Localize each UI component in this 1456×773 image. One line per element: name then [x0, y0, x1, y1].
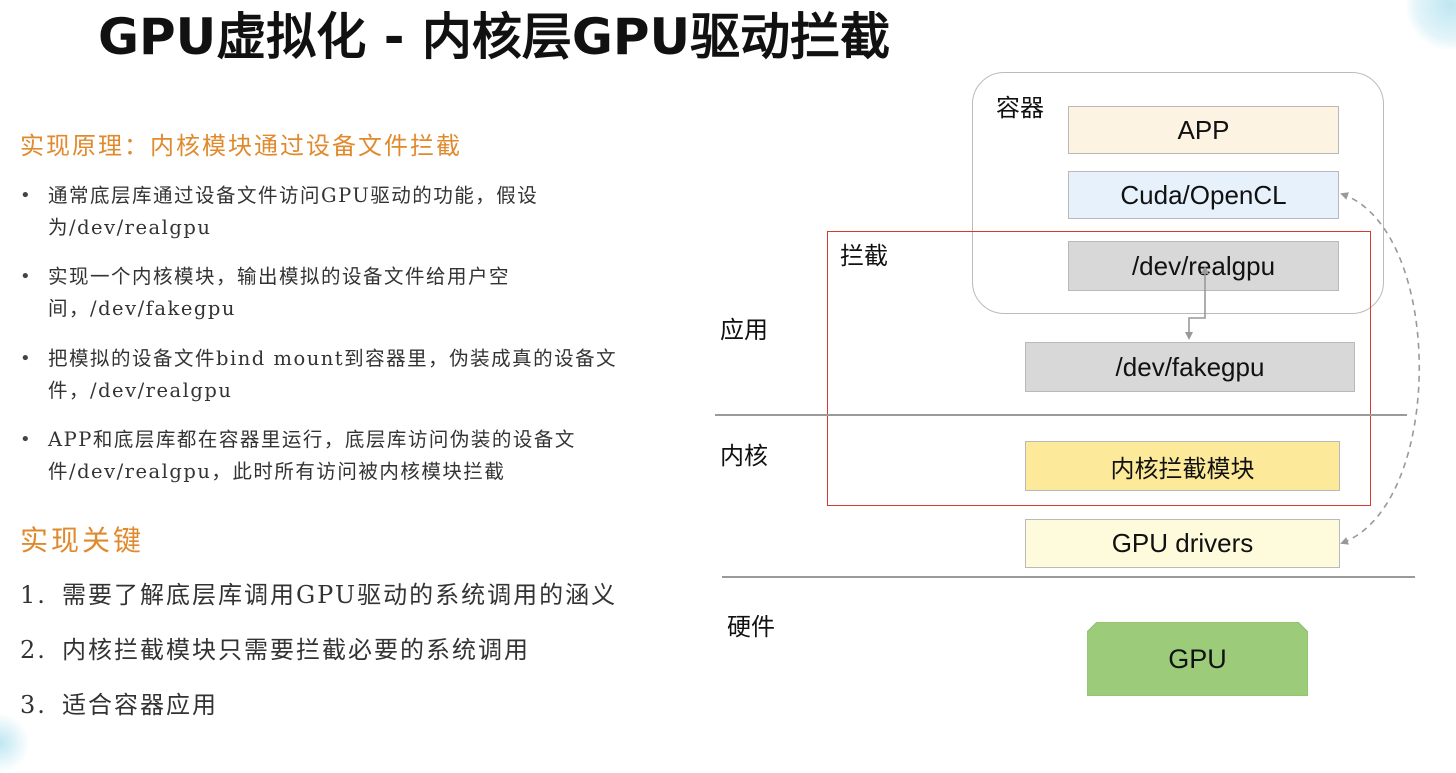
- bullet-text: 通常底层库通过设备文件访问GPU驱动的功能，假设为/dev/realgpu: [48, 184, 539, 239]
- intercept-label: 拦截: [840, 242, 888, 270]
- key-points-heading: 实现关键: [20, 524, 145, 557]
- key-point-text: 需要了解底层库调用GPU驱动的系统调用的涵义: [62, 581, 618, 609]
- key-points-list: 1. 需要了解底层库调用GPU驱动的系统调用的涵义 2. 内核拦截模块只需要拦截必要…: [20, 575, 617, 740]
- dev-fakegpu-box: /dev/fakegpu: [1025, 342, 1355, 392]
- layer-label-kernel: 内核: [720, 442, 768, 470]
- bullet-item: • APP和底层库都在容器里运行，底层库访问伪装的设备文件/dev/realgpu…: [20, 424, 660, 488]
- gpu-label: GPU: [1168, 643, 1227, 674]
- intercept-region: [827, 231, 1371, 506]
- gpu-chip-shape: [1087, 622, 1308, 696]
- key-point-item: 1. 需要了解底层库调用GPU驱动的系统调用的涵义: [20, 575, 617, 615]
- bullet-marker: •: [20, 266, 33, 287]
- bullet-item: • 把模拟的设备文件bind mount到容器里，伪装成真的设备文件，/dev/r…: [20, 343, 660, 407]
- key-point-item: 3. 适合容器应用: [20, 685, 617, 725]
- bullet-item: • 通常底层库通过设备文件访问GPU驱动的功能，假设为/dev/realgpu: [20, 180, 660, 244]
- bullet-text: 把模拟的设备文件bind mount到容器里，伪装成真的设备文件，/dev/re…: [48, 347, 618, 402]
- principle-heading: 实现原理：内核模块通过设备文件拦截: [20, 132, 462, 160]
- layer-divider-app-kernel: [715, 414, 1407, 416]
- gpu-drivers-box: GPU drivers: [1025, 519, 1340, 568]
- cuda-opencl-box: Cuda/OpenCL: [1068, 171, 1339, 219]
- bullet-marker: •: [20, 185, 33, 206]
- key-point-number: 3.: [20, 691, 47, 719]
- app-box: APP: [1068, 106, 1339, 154]
- principle-bullet-list: • 通常底层库通过设备文件访问GPU驱动的功能，假设为/dev/realgpu •…: [20, 180, 660, 505]
- layer-label-app: 应用: [720, 316, 768, 344]
- key-point-number: 2.: [20, 636, 47, 664]
- key-point-text: 内核拦截模块只需要拦截必要的系统调用: [62, 636, 530, 664]
- container-label: 容器: [996, 94, 1044, 122]
- bullet-item: • 实现一个内核模块，输出模拟的设备文件给用户空间，/dev/fakegpu: [20, 261, 660, 325]
- bullet-text: 实现一个内核模块，输出模拟的设备文件给用户空间，/dev/fakegpu: [48, 265, 511, 320]
- gpu-chip: GPU: [1087, 622, 1308, 696]
- slide-title: GPU虚拟化 - 内核层GPU驱动拦截: [98, 8, 891, 66]
- realgpu-fakegpu-arrow: [1185, 266, 1209, 340]
- bullet-text: APP和底层库都在容器里运行，底层库访问伪装的设备文件/dev/realgpu，…: [48, 428, 576, 483]
- key-point-text: 适合容器应用: [62, 691, 218, 719]
- bullet-marker: •: [20, 429, 33, 450]
- bullet-marker: •: [20, 348, 33, 369]
- kernel-intercept-module-box: 内核拦截模块: [1025, 441, 1340, 491]
- key-point-number: 1.: [20, 581, 47, 609]
- cuda-to-drivers-dashed-arrow: [1340, 192, 1420, 545]
- layer-divider-kernel-hardware: [722, 576, 1415, 578]
- key-point-item: 2. 内核拦截模块只需要拦截必要的系统调用: [20, 630, 617, 670]
- layer-label-hardware: 硬件: [727, 613, 775, 641]
- diagram-arrows: [1185, 192, 1420, 545]
